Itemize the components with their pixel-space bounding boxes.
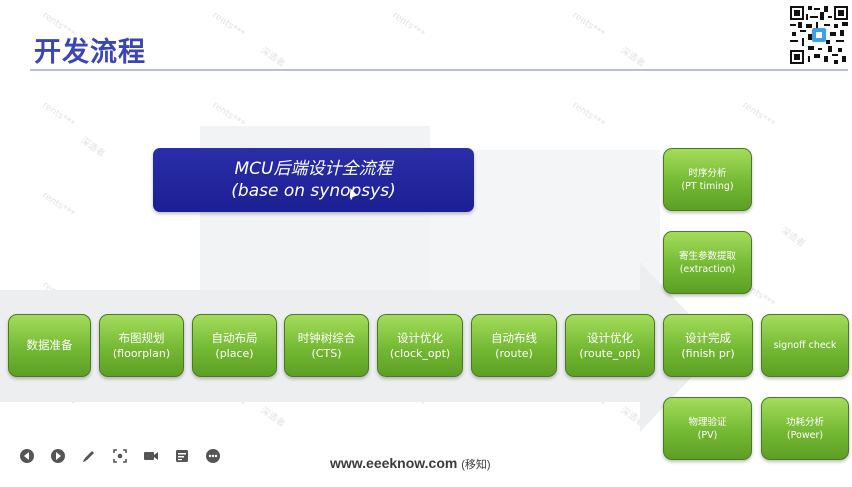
focus-icon[interactable]: [111, 447, 129, 465]
flow-step-route: 自动布线 (route): [471, 314, 557, 377]
qr-code-icon: [790, 6, 848, 64]
side-step-label: 物理验证: [688, 416, 727, 428]
flow-step-route-opt: 设计优化 (route_opt): [565, 314, 655, 377]
side-step-label: 时序分析: [688, 167, 727, 179]
side-step-label: 寄生参数提取: [678, 250, 736, 262]
side-step-pt-timing: 时序分析 (PT timing): [663, 148, 752, 211]
footer-website: www.eeeknow.com (移知): [330, 455, 491, 472]
side-step-sublabel: (PT timing): [681, 180, 734, 192]
flow-step-data-prep: 数据准备: [8, 314, 91, 377]
side-step-sublabel: (PV): [697, 429, 718, 441]
more-icon[interactable]: [204, 447, 222, 465]
flow-step-label: 布图规划: [118, 330, 165, 345]
watermark-text: 深造者: [258, 45, 287, 70]
footer-url: www.eeeknow.com: [330, 455, 458, 471]
watermark-text: rents***: [40, 190, 77, 220]
watermark-text: 深造者: [618, 45, 647, 70]
flow-step-signoff-check: signoff check: [761, 314, 849, 377]
flow-step-sublabel: (finish pr): [681, 346, 735, 360]
watermark-text: rents***: [210, 10, 247, 40]
side-step-label: 功耗分析: [785, 416, 824, 428]
banner-subtitle: (base on synopsys): [231, 181, 396, 201]
flow-step-label: 设计完成: [685, 330, 731, 345]
side-step-sublabel: (extraction): [679, 263, 736, 275]
flow-step-label: signoff check: [773, 340, 837, 351]
flow-step-sublabel: (place): [215, 346, 254, 360]
flow-step-label: 设计优化: [587, 330, 633, 345]
camera-icon[interactable]: [142, 447, 160, 465]
watermark-text: 深造者: [778, 225, 807, 250]
side-step-sublabel: (Power): [786, 429, 824, 441]
flow-step-sublabel: (clock_opt): [389, 346, 451, 360]
flow-step-sublabel: (route): [495, 346, 533, 360]
flow-step-cts: 时钟树综合 (CTS): [284, 314, 369, 377]
flow-step-label: 自动布局: [211, 330, 258, 345]
side-step-power: 功耗分析 (Power): [761, 397, 849, 460]
presentation-toolbar: [18, 446, 222, 466]
watermark-text: rents***: [40, 100, 77, 130]
watermark-text: rents***: [570, 100, 607, 130]
flow-step-sublabel: (floorplan): [112, 346, 171, 360]
notes-icon[interactable]: [173, 447, 191, 465]
watermark-text: 深造者: [258, 405, 287, 430]
watermark-text: rents***: [570, 10, 607, 40]
flow-step-sublabel: (CTS): [311, 346, 342, 360]
watermark-text: 深造者: [78, 135, 107, 160]
flow-step-finish-pr: 设计完成 (finish pr): [663, 314, 753, 377]
flow-step-label: 时钟树综合: [297, 330, 356, 345]
pen-icon[interactable]: [80, 447, 98, 465]
flow-step-label: 自动布线: [491, 330, 537, 345]
watermark-text: rents***: [390, 10, 427, 40]
footer-brand: (移知): [461, 459, 491, 471]
flow-step-place: 自动布局 (place): [192, 314, 277, 377]
side-step-extraction: 寄生参数提取 (extraction): [663, 231, 752, 294]
flow-step-floorplan: 布图规划 (floorplan): [99, 314, 184, 377]
next-icon[interactable]: [49, 447, 67, 465]
flow-step-sublabel: (route_opt): [579, 346, 641, 360]
flow-step-label: 设计优化: [397, 330, 443, 345]
title-divider: [30, 69, 848, 71]
side-step-pv: 物理验证 (PV): [663, 397, 752, 460]
flow-step-label: 数据准备: [26, 338, 73, 352]
process-banner: MCU后端设计全流程 (base on synopsys): [153, 148, 474, 212]
prev-icon[interactable]: [18, 447, 36, 465]
slide-title: 开发流程: [34, 37, 146, 68]
banner-title: MCU后端设计全流程: [234, 159, 393, 179]
flow-step-clock-opt: 设计优化 (clock_opt): [377, 314, 463, 377]
watermark-text: rents***: [740, 100, 777, 130]
